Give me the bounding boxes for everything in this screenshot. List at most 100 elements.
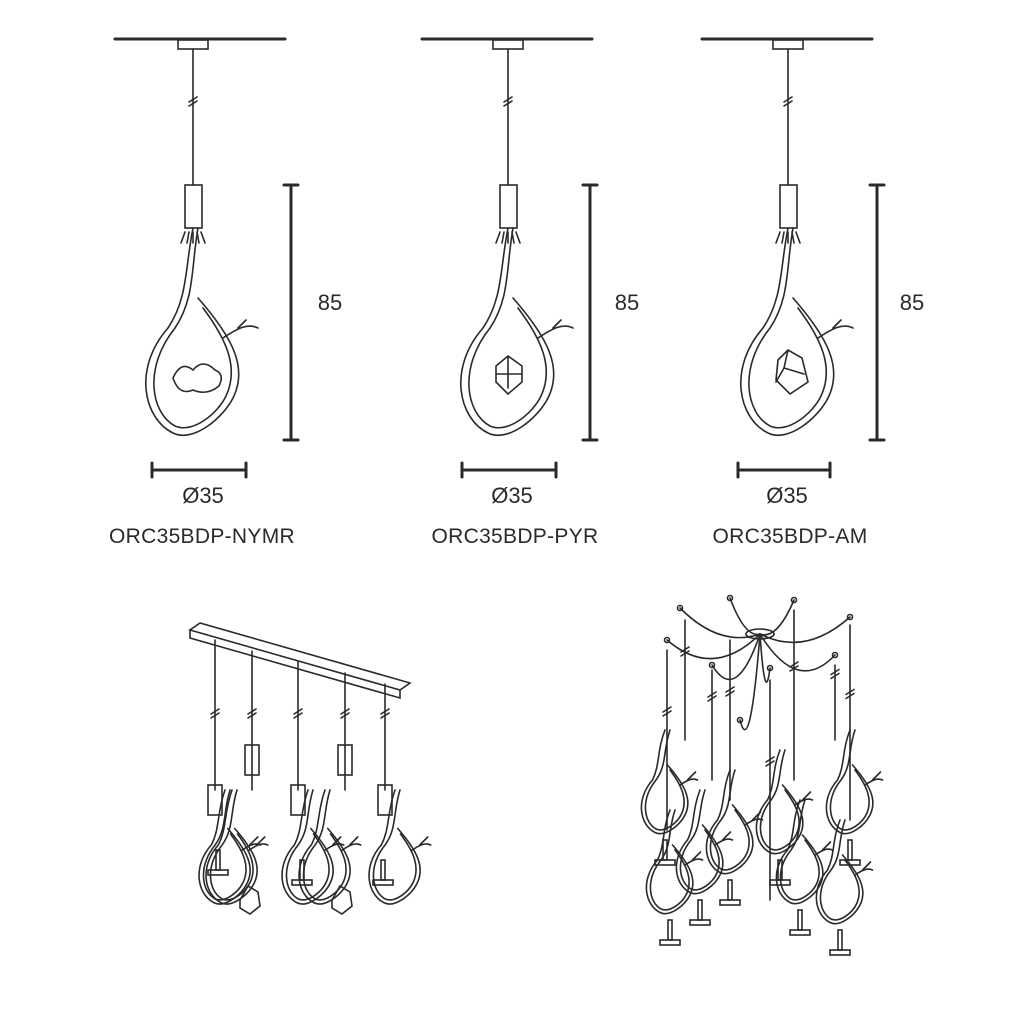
cord-break-mark xyxy=(830,668,840,680)
arm-loop-inner xyxy=(748,227,828,429)
arm-loop xyxy=(298,789,351,905)
swag-cord xyxy=(711,633,761,681)
arm-loop xyxy=(460,227,555,436)
arm-loop-inner xyxy=(779,799,820,901)
cord-break-mark xyxy=(680,646,690,657)
diameter-dimension-2: Ø35 xyxy=(491,483,533,508)
arm-loop xyxy=(640,729,689,835)
product-code-3: ORC35BDP-AM xyxy=(712,525,868,548)
swag-cord xyxy=(679,607,761,639)
cord-break-mark xyxy=(247,708,257,719)
arm-loop-inner xyxy=(679,789,720,891)
arm-loop-inner xyxy=(759,749,800,851)
cord-break-mark xyxy=(765,756,775,767)
height-dimension-2: 85 xyxy=(614,290,640,315)
light-ray xyxy=(186,231,190,244)
branch xyxy=(222,319,259,339)
cord-break-mark xyxy=(210,708,220,719)
hook xyxy=(726,594,734,602)
branch xyxy=(714,831,734,846)
swag-cord xyxy=(739,633,761,731)
socket-cylinder xyxy=(779,184,798,229)
candle xyxy=(667,919,673,941)
swag-cord xyxy=(729,597,761,636)
cord-break-mark xyxy=(845,688,855,700)
arm-loop xyxy=(675,789,724,895)
arm-loop-inner xyxy=(819,819,860,921)
light-ray xyxy=(795,231,801,244)
candle-cup xyxy=(659,939,681,946)
candle xyxy=(797,909,803,931)
arm-loop-inner xyxy=(302,789,347,901)
cord-break-mark xyxy=(662,706,672,717)
branch xyxy=(537,319,574,339)
arm-loop-inner xyxy=(649,809,690,911)
arm-loop xyxy=(740,227,835,436)
height-dimension-1: 85 xyxy=(317,290,343,315)
arm-loop xyxy=(755,749,804,855)
arm-loop xyxy=(775,799,824,905)
candle-cup xyxy=(207,869,229,876)
branch xyxy=(323,836,345,852)
cord-break-mark xyxy=(707,691,717,702)
arm-loop xyxy=(825,729,874,835)
candle xyxy=(847,839,853,861)
swag-cord xyxy=(759,616,851,644)
branch xyxy=(340,836,362,852)
amethyst-crystal-shade xyxy=(775,349,809,396)
canopy xyxy=(177,39,209,50)
candle-cup xyxy=(372,879,394,886)
branch xyxy=(744,811,764,826)
hook xyxy=(676,604,684,612)
socket-cylinder xyxy=(184,184,203,229)
arm-loop xyxy=(281,789,334,905)
branch xyxy=(814,841,834,856)
arm-loop-inner xyxy=(644,729,685,831)
cord-break-mark xyxy=(783,96,793,107)
candle xyxy=(697,899,703,921)
candle-cup xyxy=(719,899,741,906)
arm-loop xyxy=(645,809,694,915)
socket-cylinder xyxy=(499,184,518,229)
product-code-1: ORC35BDP-NYMR xyxy=(109,525,295,548)
cord-break-mark xyxy=(789,661,799,672)
socket-cylinder xyxy=(244,744,260,776)
cord-break-mark xyxy=(188,96,198,107)
cord-break-mark xyxy=(340,708,350,719)
flower-shade xyxy=(172,363,223,394)
arm-loop-inner xyxy=(372,789,417,901)
linear-canopy-bar xyxy=(188,622,412,700)
arm-loop-inner xyxy=(285,789,330,901)
arm-loop-inner xyxy=(468,227,548,429)
arm-loop-inner xyxy=(829,729,870,831)
candle xyxy=(727,879,733,901)
arm-loop xyxy=(368,789,421,905)
pyramid-crystal-shade xyxy=(495,354,523,396)
hook xyxy=(846,613,854,621)
candle xyxy=(299,859,305,881)
hook xyxy=(790,596,798,604)
branch xyxy=(247,836,269,852)
diameter-dimension-3: Ø35 xyxy=(766,483,808,508)
cord-break-mark xyxy=(380,708,390,719)
light-ray xyxy=(775,231,781,244)
hook xyxy=(663,636,671,644)
canopy xyxy=(772,39,804,50)
candle-cup xyxy=(789,929,811,936)
amethyst-crystal-shade xyxy=(239,884,261,915)
arm-loop-inner xyxy=(709,769,750,871)
candle xyxy=(380,859,386,881)
branch xyxy=(410,836,432,852)
height-dimension-3: 85 xyxy=(899,290,925,315)
socket-cylinder xyxy=(337,744,353,776)
cord-break-mark xyxy=(725,686,735,697)
branch xyxy=(864,771,884,786)
product-code-2: ORC35BDP-PYR xyxy=(431,525,599,548)
light-ray xyxy=(515,231,521,244)
hook xyxy=(831,651,839,659)
arm-loop xyxy=(705,769,754,875)
candle xyxy=(837,929,843,951)
arm-loop xyxy=(815,819,864,925)
branch xyxy=(679,771,699,786)
